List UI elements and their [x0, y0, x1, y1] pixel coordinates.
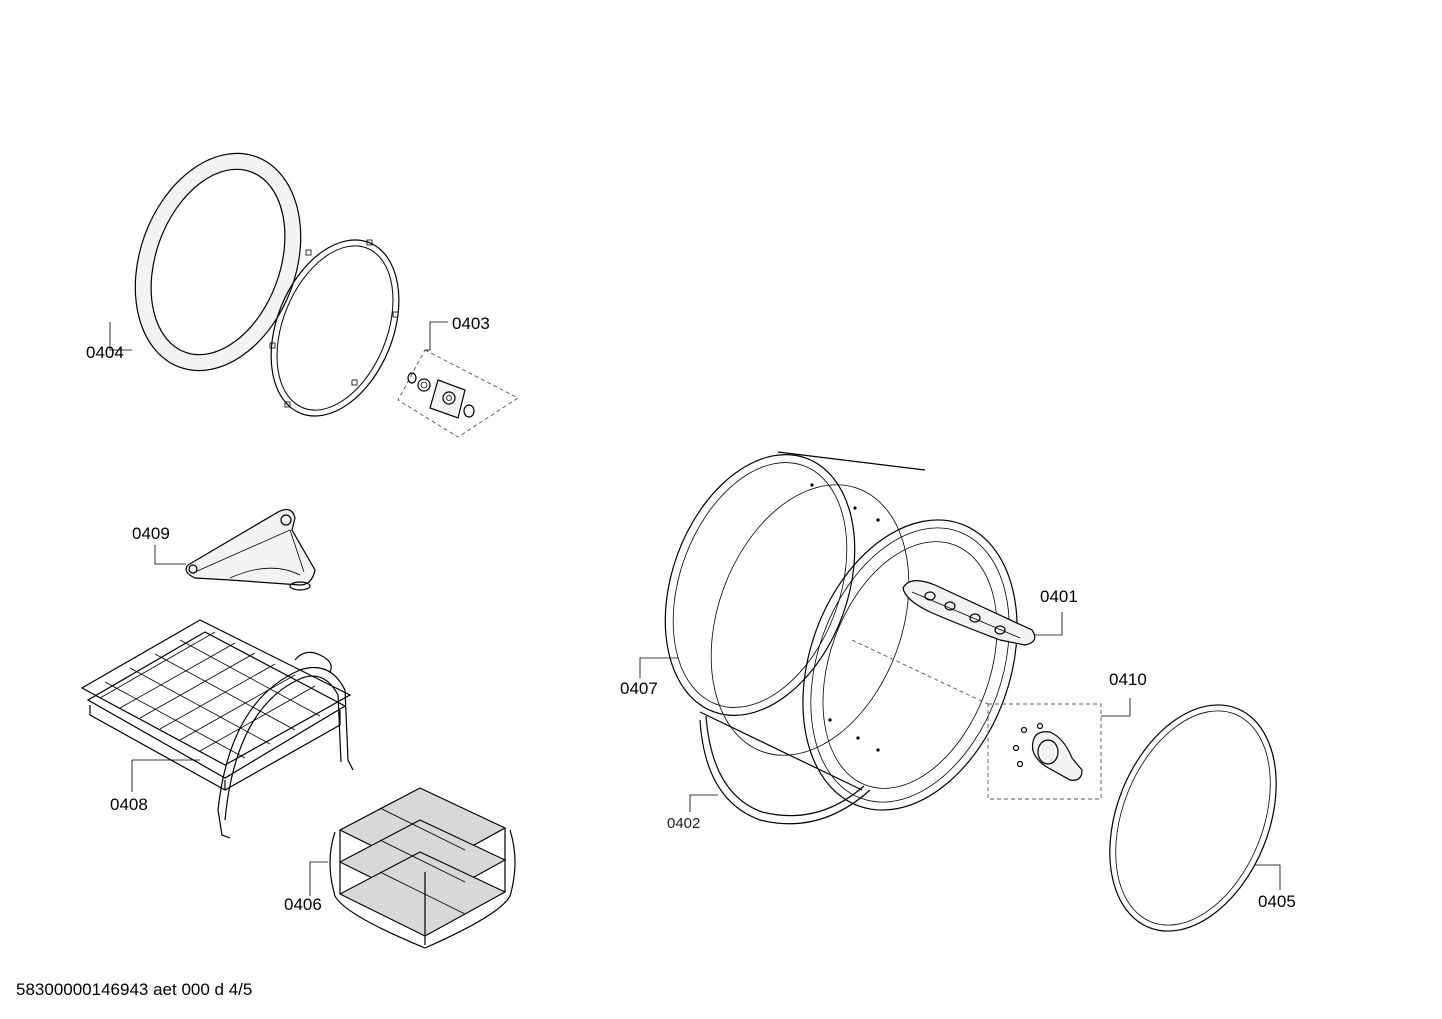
part-label-0406: 0406 [284, 895, 322, 914]
part-label-0409: 0409 [132, 524, 170, 543]
door-frame-ring [269, 239, 400, 417]
part-label-0403: 0403 [452, 314, 490, 333]
drum-lifter [902, 580, 1036, 646]
hinge-kit [397, 349, 519, 438]
part-label-0402: 0402 [667, 815, 700, 832]
drive-belt [1109, 704, 1277, 932]
part-label-0410: 0410 [1109, 670, 1147, 689]
part-label-0401: 0401 [1040, 587, 1078, 606]
drum-seal-ring [699, 715, 871, 825]
part-label-0407: 0407 [620, 679, 658, 698]
filter-rack-box [329, 787, 516, 949]
dryer-drum [664, 451, 1018, 811]
drum-shaft-kit [987, 703, 1102, 800]
part-label-0408: 0408 [110, 795, 148, 814]
part-label-0405: 0405 [1258, 892, 1296, 911]
wire-drying-basket [80, 619, 354, 839]
part-label-0404: 0404 [86, 343, 124, 362]
door-seal-ring [134, 152, 302, 372]
drawing-reference-number: 58300000146943 aet 000 d 4/5 [16, 980, 253, 999]
mounting-bracket [185, 508, 316, 591]
